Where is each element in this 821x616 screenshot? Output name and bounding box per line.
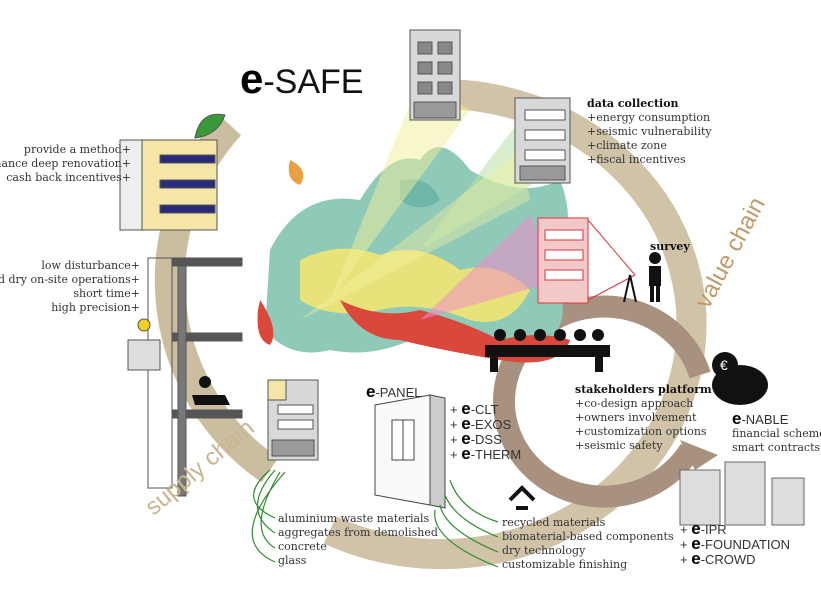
esafe-logo: e-SAFE [240,55,363,103]
installation-item: rapid dry on-site operations+ [0,273,140,286]
reading-person-icon [192,376,230,405]
renovation-list: provide a method+ re-finance deep renova… [0,143,131,185]
materials-list: recycled materials biomaterial-based com… [502,516,674,572]
inner-ring-arrowhead [680,440,718,470]
material-item: biomaterial-based components [502,530,674,543]
inner-ring [493,295,711,508]
waste-item: aluminium waste materials [278,512,430,525]
enable-item: financial schemes [732,427,821,440]
material-item: dry technology [502,544,586,557]
data-collection-item: +fiscal incentives [587,153,686,166]
waste-arrows [251,469,286,563]
logo-text: -SAFE [263,63,364,101]
svg-text:€: € [720,357,728,373]
logo-e: e [240,55,264,102]
data-collection-item: +climate zone [587,139,667,152]
material-item: recycled materials [502,516,606,529]
surveyor-icon [623,252,661,303]
building-survey [537,217,589,304]
panel-name: -PANEL [375,385,422,400]
material-arrows [434,479,499,568]
survey-label: survey [650,240,690,253]
building-renovated [119,113,226,231]
installation-item: high precision+ [51,301,140,314]
stakeholders-item: +customization options [575,425,707,438]
module-ipr: -IPR [700,522,727,537]
renovation-item: provide a method+ [23,143,131,156]
enable-block: e-NABLE financial schemes smart contract… [732,409,821,455]
stakeholders-title: stakeholders platform [575,383,712,396]
bottom-right-modules: + e-IPR + e-FOUNDATION + e-CROWD [680,519,790,568]
module-crowd: -CROWD [700,552,756,567]
beam-yellow-2 [300,150,530,320]
panel-modules: + e-CLT + e-EXOS + e-DSS + e-THERM [450,399,522,463]
panel-module: -EXOS [470,417,512,432]
stakeholders-block: stakeholders platform +co-design approac… [575,383,712,453]
e-panel-title: e-PANEL [366,382,422,401]
waste-list: aluminium waste materials aggregates fro… [278,512,438,568]
stakeholders-item: +owners involvement [575,411,697,424]
piggy-bank-icon: € [712,352,768,405]
enable-e: e [732,409,742,428]
installation-item: low disturbance+ [41,259,140,272]
building-top [409,29,461,121]
data-collection-block: data collection +energy consumption +sei… [587,97,712,167]
bottom-buildings [679,461,805,526]
e-panel-illustration [374,394,446,509]
renovation-item: cash back incentives+ [6,171,131,184]
panel-e: e [366,382,376,401]
waste-item: aggregates from demolished [278,526,438,539]
stakeholders-item: +co-design approach [575,397,694,410]
panel-module: -CLT [470,402,499,417]
beam-green [420,120,540,250]
installation-list: low disturbance+ rapid dry on-site opera… [0,259,140,315]
recycle-icon [508,485,536,510]
beam-pink [420,215,560,320]
material-item: customizable finishing [502,558,628,571]
building-supply [267,379,319,461]
stakeholders-item: +seismic safety [575,439,663,452]
enable-name: -NABLE [741,412,789,427]
renovation-item: re-finance deep renovation+ [0,157,131,170]
panel-module: -DSS [470,432,502,447]
beam-yellow [330,80,470,300]
data-collection-item: +seismic vulnerability [587,125,712,138]
data-collection-item: +energy consumption [587,111,711,124]
waste-item: glass [278,554,307,567]
building-data-collection [514,97,571,184]
enable-item: smart contracts [732,441,821,454]
installation-item: short time+ [73,287,140,300]
module-foundation: -FOUNDATION [700,537,790,552]
data-collection-title: data collection [587,97,679,110]
meeting-table-icon [485,329,610,372]
panel-module: -THERM [470,447,522,462]
construction-site [127,257,243,497]
waste-item: concrete [278,540,327,553]
